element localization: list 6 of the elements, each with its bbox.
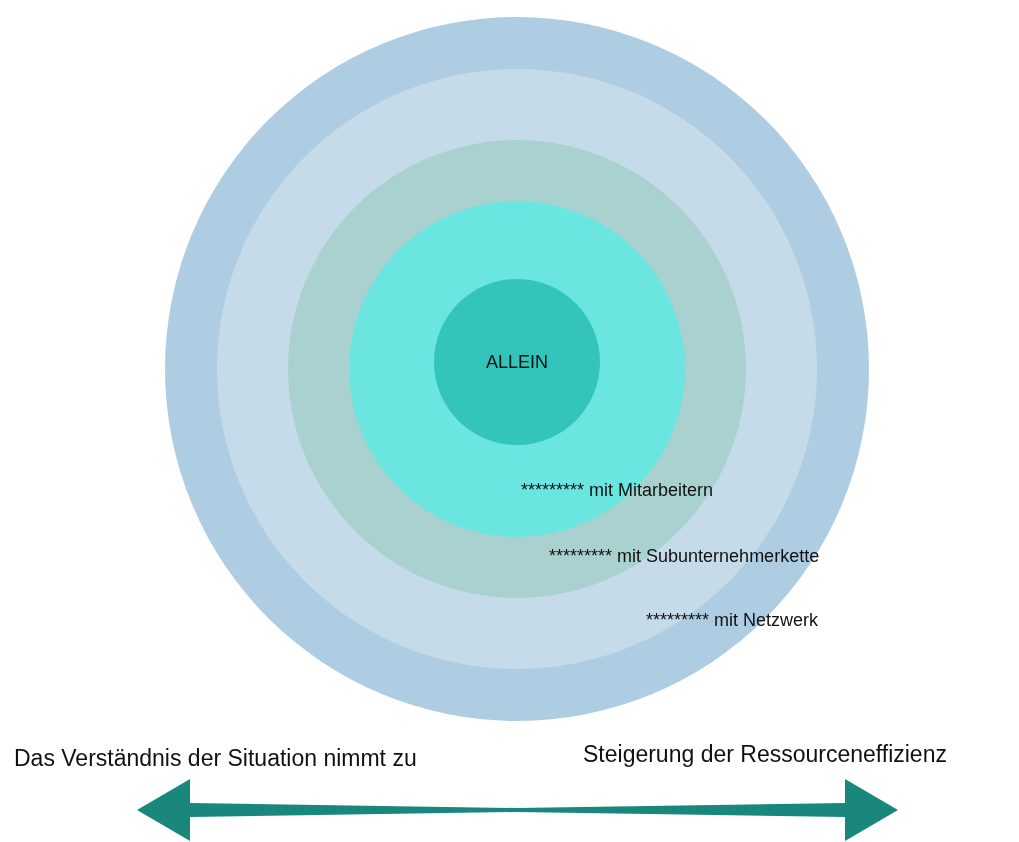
center-label: ALLEIN <box>484 351 549 373</box>
axis-caption: Das Verständnis der Situation nimmt zu <box>14 744 417 772</box>
axis-caption: Steigerung der Ressourceneffizienz <box>583 740 947 768</box>
ring-label: ********* mit Mitarbeitern <box>521 479 714 501</box>
ring-label: ********* mit Subunternehmerkette <box>549 545 820 567</box>
ring-label: ********* mit Netzwerk <box>646 609 819 631</box>
